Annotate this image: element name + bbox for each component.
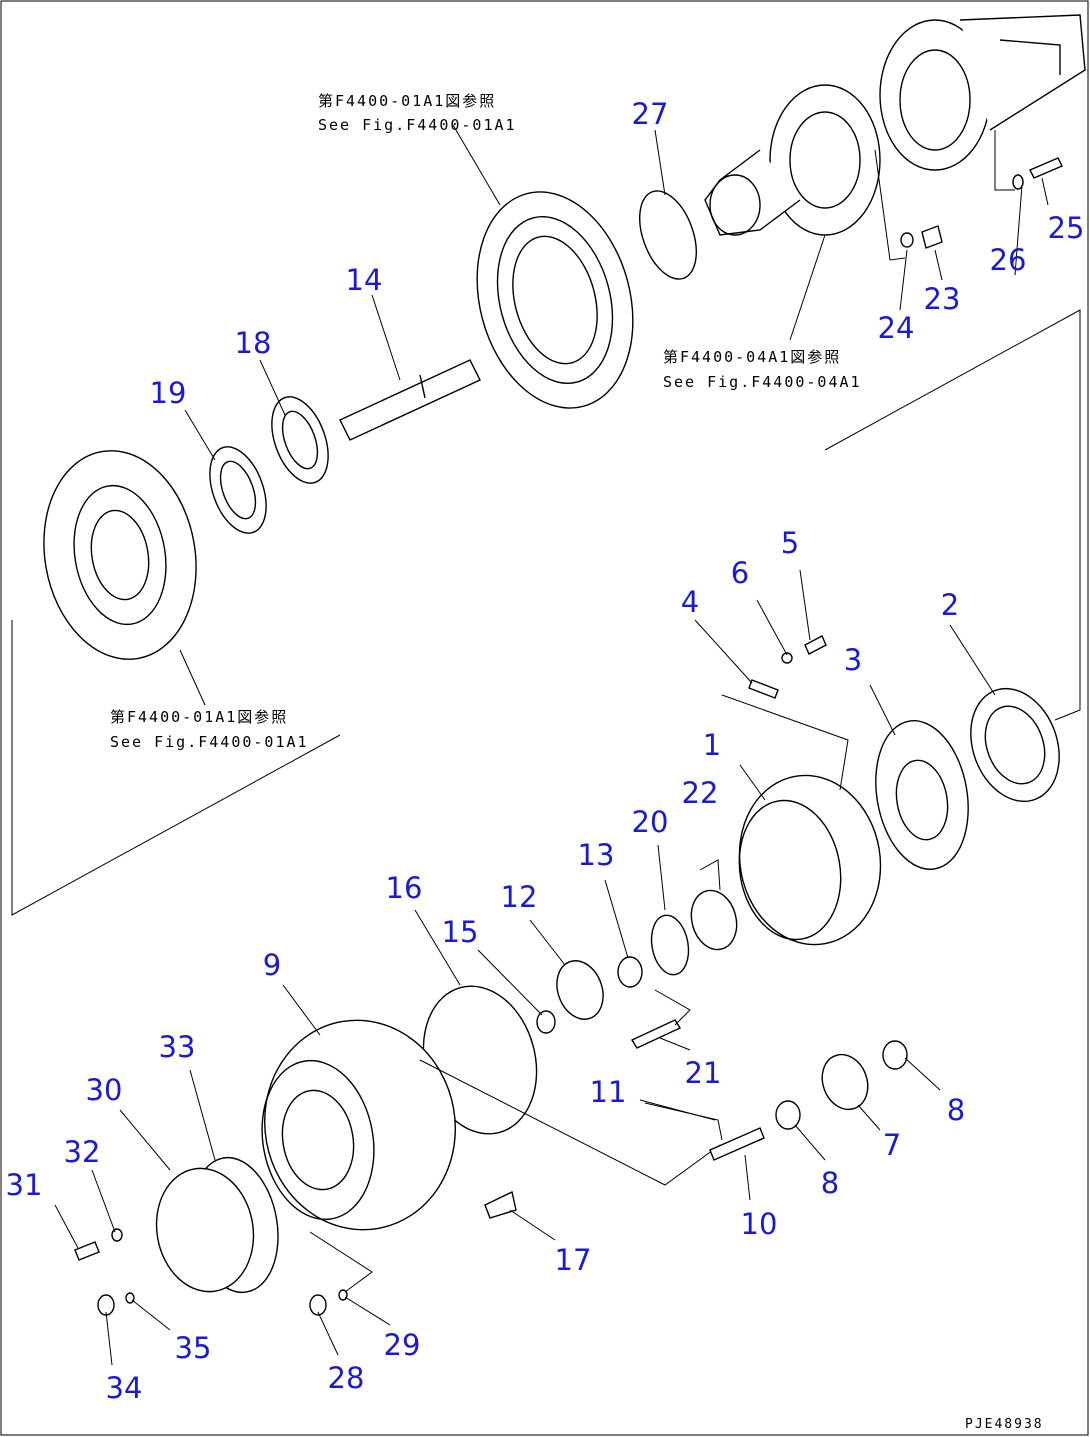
- part-label-12: 12: [501, 880, 538, 914]
- nut-8a: [882, 1040, 908, 1070]
- sprocket: [476, 191, 634, 409]
- separator-line-right: [824, 309, 1081, 721]
- part-label-11: 11: [590, 1075, 627, 1109]
- axle-housing: [879, 14, 1086, 171]
- drawing-code: PJE48938: [965, 1417, 1044, 1432]
- part-label-6: 6: [731, 556, 749, 590]
- part-label-15: 15: [442, 915, 479, 949]
- leader-lines: [54, 124, 1049, 1366]
- part-label-19: 19: [150, 376, 187, 410]
- gear-3: [875, 720, 969, 870]
- bolt-31: [74, 1241, 100, 1261]
- plate-30: [155, 1167, 255, 1293]
- part-label-13: 13: [578, 838, 615, 872]
- part-number-labels: 1 2 3 4 5 6 7 8 8 9 10 11 12 13 14 15 16…: [6, 97, 1085, 1405]
- o-ring-27: [639, 190, 697, 280]
- part-label-24: 24: [878, 311, 915, 345]
- part-label-23: 23: [924, 282, 961, 316]
- part-label-8a: 8: [947, 1093, 965, 1127]
- bearing-18: [271, 396, 329, 484]
- planet-gear-7: [821, 1053, 869, 1111]
- bolt-25: [1029, 157, 1063, 179]
- part-label-32: 32: [64, 1135, 101, 1169]
- part-label-25: 25: [1048, 211, 1085, 245]
- washer-24: [900, 232, 914, 248]
- ring-gear-1: [738, 774, 882, 946]
- reference-jp-3: 第F4400-01A1図参照: [110, 708, 288, 726]
- part-label-29: 29: [384, 1328, 421, 1362]
- reference-jp-1: 第F4400-01A1図参照: [318, 92, 496, 110]
- reference-en-2: See Fig.F4400-04A1: [663, 373, 862, 391]
- part-label-18: 18: [235, 326, 272, 360]
- part-label-35: 35: [175, 1331, 212, 1365]
- washer-32: [111, 1228, 123, 1242]
- pin-10: [709, 1127, 765, 1161]
- bolt-5: [804, 635, 827, 655]
- bearing-2: [970, 687, 1060, 803]
- separator-line-left: [11, 620, 341, 916]
- part-label-5: 5: [781, 526, 799, 560]
- part-label-30: 30: [86, 1073, 123, 1107]
- bearing-12: [556, 960, 604, 1020]
- part-label-27: 27: [632, 97, 669, 131]
- part-label-16: 16: [386, 871, 423, 905]
- part-label-28: 28: [328, 1361, 365, 1395]
- housing-9: [261, 1019, 457, 1231]
- part-label-4: 4: [681, 585, 699, 619]
- bearing-19: [209, 446, 267, 534]
- part-label-1: 1: [703, 728, 721, 762]
- plug-17: [484, 1190, 517, 1219]
- snap-ring-15: [536, 1010, 556, 1034]
- shaft-14: [339, 359, 481, 441]
- part-label-21: 21: [685, 1056, 722, 1090]
- part-label-33: 33: [159, 1030, 196, 1064]
- part-label-7: 7: [883, 1128, 901, 1162]
- ring-13: [617, 956, 643, 988]
- pin-4: [748, 679, 779, 699]
- part-label-22: 22: [682, 776, 719, 810]
- reference-jp-2: 第F4400-04A1図参照: [663, 348, 841, 366]
- part-label-26: 26: [990, 243, 1027, 277]
- reference-en-3: See Fig.F4400-01A1: [110, 733, 309, 751]
- part-label-17: 17: [555, 1243, 592, 1277]
- part-label-31: 31: [6, 1168, 43, 1202]
- plug-28: [309, 1294, 327, 1316]
- part-label-9: 9: [263, 948, 281, 982]
- o-ring-35: [125, 1292, 135, 1304]
- part-label-14: 14: [346, 263, 383, 297]
- carrier-flange: [43, 450, 197, 660]
- nut-8b: [775, 1100, 801, 1130]
- bolt-21: [630, 1019, 682, 1049]
- washer-6: [781, 652, 793, 664]
- hub-flange: [704, 84, 881, 236]
- nut-23: [921, 225, 943, 249]
- part-label-8b: 8: [821, 1166, 839, 1200]
- part-label-34: 34: [106, 1371, 143, 1405]
- washer-26: [1012, 174, 1024, 190]
- sun-gear-20: [650, 914, 690, 976]
- part-label-3: 3: [844, 643, 862, 677]
- part-label-10: 10: [741, 1207, 778, 1241]
- part-label-2: 2: [941, 588, 959, 622]
- reference-en-1: See Fig.F4400-01A1: [318, 116, 517, 134]
- thrust-washer-22: [690, 889, 738, 951]
- part-label-20: 20: [632, 805, 669, 839]
